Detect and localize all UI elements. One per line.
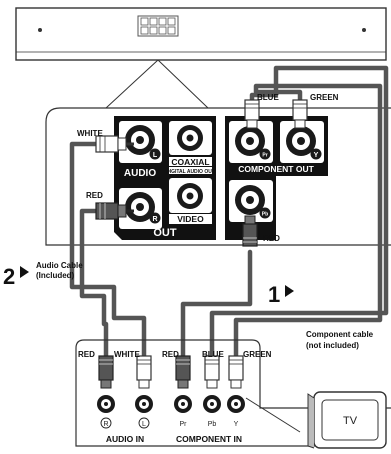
component-cable-blue: [209, 65, 389, 361]
digital-audio-out-box: [169, 167, 212, 174]
video-label: VIDEO: [177, 214, 204, 224]
step-1-number: 1: [268, 282, 280, 307]
tv-panel-frame: [75, 339, 391, 447]
tv-red-plug: [98, 355, 114, 389]
audio-r-mark-text: R: [152, 216, 157, 223]
tv-jack-pr: [174, 395, 192, 413]
tv-pb-plug: [204, 355, 220, 389]
red-component-plug: [242, 215, 258, 247]
video-label-box: [169, 214, 212, 224]
step-1-arrow-icon: [285, 285, 294, 297]
step-2-marker: 2: [3, 264, 29, 289]
tv-set: TV: [307, 391, 387, 449]
audio-cable-label: Audio Cable: [36, 261, 83, 270]
coaxial-label-box: [169, 157, 212, 166]
component-cable-red: [180, 249, 253, 361]
audio-cable-included-label: (Included): [36, 271, 75, 280]
rear-jacks-thumbnail: [137, 15, 179, 37]
rear-panel: L R COAXIAL DIGITAL AUDIO OUT VIDEO AUDI…: [114, 116, 328, 240]
coaxial-label: COAXIAL: [171, 157, 209, 167]
dvd-player: [15, 7, 387, 61]
tv-side: [307, 393, 315, 449]
component-cable-green: [233, 83, 383, 361]
red-plug: [95, 202, 134, 220]
dvd-player-screw-right: [362, 28, 366, 32]
cables: [69, 65, 389, 361]
zoom-line-right: [157, 59, 209, 109]
tv-r-circle: [100, 417, 112, 429]
step-2-number: 2: [3, 264, 15, 289]
blue-plug: [244, 99, 260, 129]
rear-panel-zoom-frame: [45, 107, 391, 246]
tv-l-label: L: [142, 421, 146, 428]
player-red-label: RED: [86, 191, 103, 200]
pr-mark-text: Pr: [262, 153, 267, 159]
component-out-label: COMPONENT OUT: [238, 164, 314, 174]
out-label: OUT: [153, 227, 177, 239]
tv-red-label: RED: [78, 350, 95, 359]
tv-pr-plug: [175, 355, 191, 389]
green-plug: [292, 99, 308, 129]
y-mark: [310, 148, 322, 160]
tv-jack-y: [227, 395, 245, 413]
tv-pr-red-label: RED: [162, 350, 179, 359]
tv-green-label: GREEN: [243, 350, 272, 359]
tv-screen: [321, 399, 379, 441]
pr-mark: [259, 148, 271, 160]
zoom-callout: [105, 59, 209, 109]
tv-pr-label: Pr: [180, 421, 188, 428]
component-cable-not-included-label: (not included): [306, 341, 359, 350]
audio-in-label: AUDIO IN: [106, 434, 144, 444]
player-green-label: GREEN: [310, 93, 339, 102]
player-blue-label: BLUE: [257, 93, 279, 102]
component-in-label: COMPONENT IN: [176, 434, 242, 444]
audio-cable-red: [79, 208, 109, 361]
audio-label: AUDIO: [124, 168, 156, 179]
tv-jack-r: [97, 395, 115, 413]
tv-pb-label: Pb: [208, 421, 217, 428]
dvd-player-body: [15, 7, 387, 61]
player-plugs: [95, 99, 308, 247]
tv-callout-line: [245, 397, 301, 433]
audio-r-mark: [149, 212, 161, 224]
pb-mark: [259, 207, 271, 219]
audio-cable-white: [69, 141, 147, 361]
digital-audio-out-label: DIGITAL AUDIO OUT: [166, 169, 215, 175]
component-cable-label: Component cable: [306, 330, 374, 339]
tv-white-plug: [136, 355, 152, 389]
audio-l-mark: [149, 148, 161, 160]
tv-label: TV: [343, 415, 358, 427]
audio-l-mark-text: L: [153, 152, 158, 159]
white-plug: [95, 135, 134, 153]
player-white-label: WHITE: [77, 129, 103, 138]
tv-r-label: R: [103, 421, 108, 428]
zoom-line-left: [105, 59, 159, 109]
step-1-marker: 1: [268, 282, 294, 307]
tv-jack-pb: [203, 395, 221, 413]
dvd-player-screw-left: [38, 28, 42, 32]
tv-blue-label: BLUE: [202, 350, 224, 359]
tv-white-label: WHITE: [114, 350, 140, 359]
step-2-arrow-icon: [20, 266, 29, 278]
y-mark-text: Y: [314, 152, 319, 159]
tv-l-circle: [138, 417, 150, 429]
pb-mark-text: Pb: [262, 212, 268, 218]
tv-jack-l: [135, 395, 153, 413]
tv-rear-panel: RED WHITE RED BLUE GREEN R L Pr Pb Y AUD…: [75, 339, 391, 447]
tv-y-label: Y: [234, 421, 239, 428]
tv-y-plug: [228, 355, 244, 389]
player-component-red-label: RED: [263, 234, 280, 243]
